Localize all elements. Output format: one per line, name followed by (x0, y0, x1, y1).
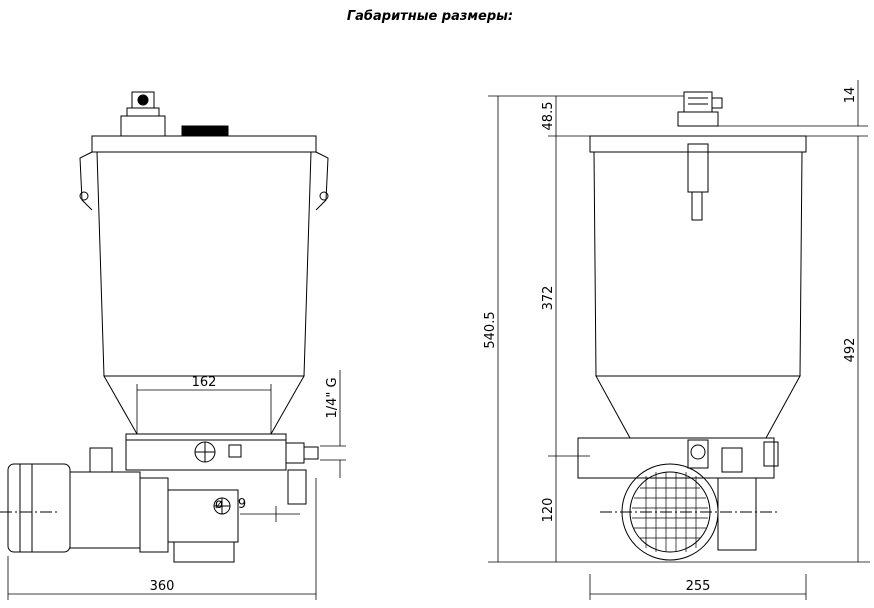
dim-side-overall-width: 255 (686, 579, 711, 594)
side-cable-gland (721, 447, 743, 473)
dim-base-height: 120 (541, 498, 556, 523)
side-view (577, 91, 807, 561)
side-dimensions (488, 80, 870, 600)
side-top-connector (683, 91, 713, 113)
dim-outlet-width: 162 (192, 375, 217, 390)
connector-screw-icon (137, 94, 149, 106)
level-sensor-probe (691, 191, 703, 221)
fan-grille-lines (632, 472, 708, 552)
dim-height-to-rim: 492 (843, 338, 858, 363)
pump-plug (228, 444, 242, 458)
dim-connector-height: 14 (843, 87, 858, 104)
outlet-nut (303, 446, 319, 460)
left-clamp (79, 151, 93, 211)
side-port-icon (690, 444, 706, 460)
dim-top-offset: 48.5 (541, 102, 556, 131)
front-view (0, 91, 329, 563)
front-connector-base (120, 115, 166, 137)
side-valve (763, 441, 779, 467)
front-connector-body (126, 107, 160, 117)
dim-total-height: 540.5 (483, 311, 498, 348)
side-connector-base (677, 111, 719, 127)
dim-front-overall-width: 360 (150, 579, 175, 594)
front-reservoir (96, 151, 312, 377)
motor-cable-gland (89, 447, 113, 473)
left-clamp-knob (79, 191, 89, 201)
gearbox-foot (173, 541, 235, 563)
front-dimensions (7, 370, 346, 600)
side-terminal-box (717, 477, 757, 551)
lid-button (181, 125, 229, 137)
right-clamp-knob (319, 191, 329, 201)
dim-hole-diameter: 9 (238, 497, 246, 512)
motor-terminal-box (69, 471, 141, 549)
drawing-title: Габаритные размеры: (347, 9, 513, 24)
side-reservoir-cone (595, 375, 801, 439)
relief-valve (287, 469, 307, 505)
gearbox (167, 489, 239, 543)
dim-reservoir-height: 372 (541, 286, 556, 311)
side-pump-port (687, 439, 709, 469)
outlet-fitting (285, 442, 305, 464)
front-reservoir-lid (91, 135, 317, 153)
motor-flange (139, 477, 169, 553)
connector-plug (711, 97, 723, 109)
right-clamp (315, 151, 329, 211)
dim-thread: 1/4" G (325, 377, 340, 418)
dim-hole-symbol: ø (215, 497, 223, 512)
motor-housing (7, 463, 71, 553)
level-sensor (687, 143, 709, 193)
side-reservoir (593, 151, 803, 377)
